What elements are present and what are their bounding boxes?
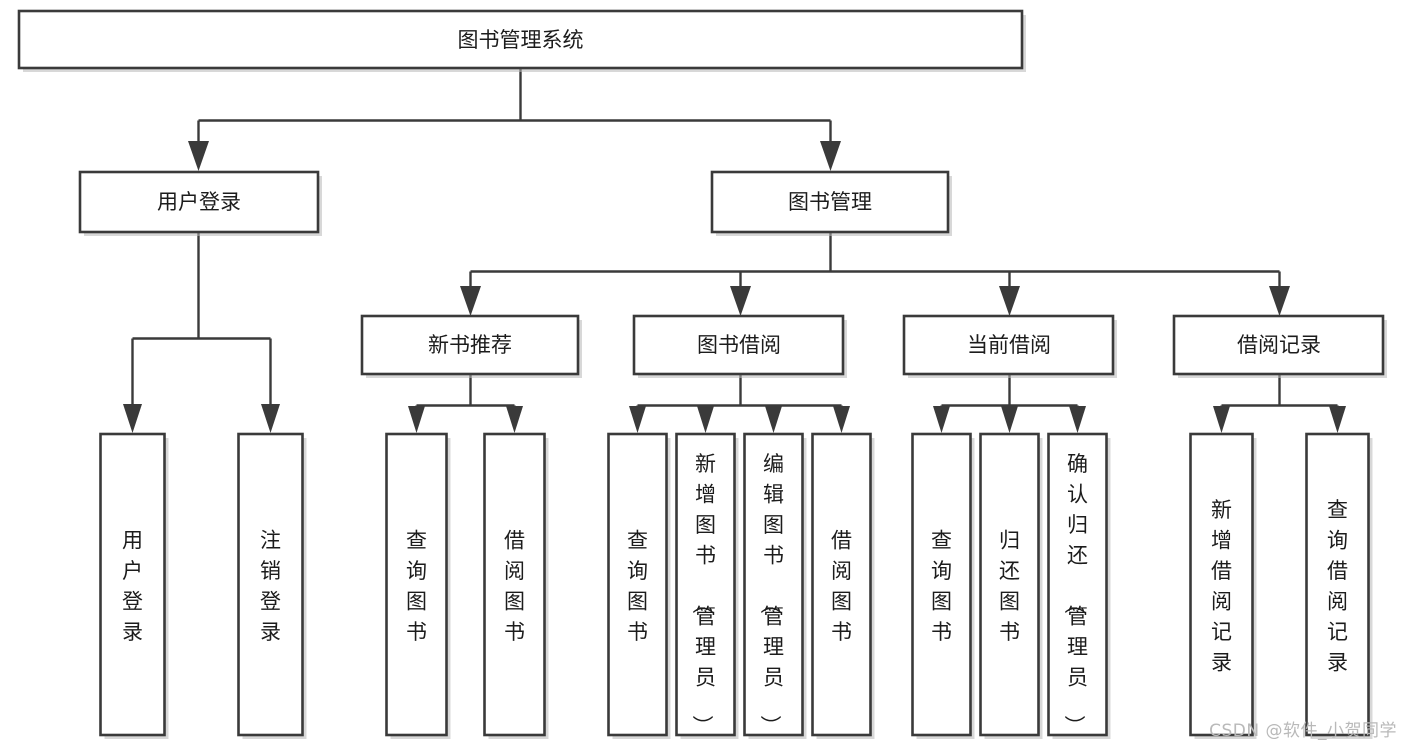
arrow-head-current-borrow-leaf-1 [933,406,950,433]
arrow-head-current-borrow-leaf-2 [1001,406,1018,433]
csdn-watermark: CSDN @软件_小贺同学 [1209,721,1397,741]
node-new-book-recommend-label: 新书推荐 [428,333,512,357]
node-leaf-label: 查询图书 [627,528,648,644]
node-leaf-box [1305,432,1370,737]
node-leaf-box [675,432,736,737]
node-root[interactable]: 图书管理系统 [17,9,1026,72]
node-leaf-user-login-2[interactable]: 注销登录 [237,432,307,739]
node-book-borrow-box [632,314,845,376]
node-leaf-box [607,432,668,737]
node-book-borrow[interactable]: 图书借阅 [632,314,847,378]
node-leaf-label: 借阅图书 [831,528,852,644]
node-leaf-current-borrow-2[interactable]: 归还图书 [979,432,1043,739]
arrow-head-borrow-record [1269,286,1290,316]
node-book-borrow-label: 图书借阅 [697,333,781,357]
node-new-book-recommend-box [360,314,580,376]
node-new-book-recommend[interactable]: 新书推荐 [360,314,582,378]
node-book-manage[interactable]: 图书管理 [710,170,952,236]
node-user-login-box [78,170,320,234]
arrow-head-book-borrow-leaf-4 [833,406,850,433]
node-leaf-label: 编辑图书（管理员） [758,452,784,736]
node-leaf-current-borrow-1[interactable]: 查询图书 [911,432,975,739]
arrow-head-user-login [188,141,209,171]
node-leaf-borrow-record-1[interactable]: 新增借阅记录 [1189,432,1257,739]
node-leaf-label: 用户登录 [122,528,143,644]
node-current-borrow[interactable]: 当前借阅 [902,314,1117,378]
arrow-head-borrow-record-leaf-2 [1329,406,1346,433]
arrow-head-borrow-record-leaf-1 [1213,406,1230,433]
node-current-borrow-box [902,314,1115,376]
node-borrow-record-box [1172,314,1385,376]
node-leaf-new-book-recommend-1[interactable]: 查询图书 [385,432,451,739]
node-leaf-box [1189,432,1254,737]
node-leaf-book-borrow-2[interactable]: 新增图书（管理员） [675,432,739,739]
node-leaf-label: 新增借阅记录 [1211,498,1232,675]
node-leaf-box [743,432,804,737]
node-leaf-box [237,432,304,737]
arrow-head-book-borrow [730,286,751,316]
node-leaf-box [1047,432,1108,737]
node-root-box [17,9,1024,70]
node-leaf-borrow-record-2[interactable]: 查询借阅记录 [1305,432,1373,739]
node-leaf-box [911,432,972,737]
node-leaf-new-book-recommend-2[interactable]: 借阅图书 [483,432,549,739]
arrow-head-book-borrow-leaf-2 [697,406,714,433]
node-leaf-book-borrow-3[interactable]: 编辑图书（管理员） [743,432,807,739]
arrow-head-current-borrow [999,286,1020,316]
node-book-manage-label: 图书管理 [788,190,872,214]
node-leaf-label: 新增图书（管理员） [690,452,716,736]
arrow-head-current-borrow-leaf-3 [1069,406,1086,433]
node-root-label: 图书管理系统 [458,28,584,52]
node-borrow-record-label: 借阅记录 [1237,333,1321,357]
node-leaf-label: 注销登录 [260,528,281,644]
node-borrow-record[interactable]: 借阅记录 [1172,314,1387,378]
node-user-login-label: 用户登录 [157,190,241,214]
node-leaf-label: 查询借阅记录 [1327,498,1348,675]
arrow-head-new-book-leaf-1 [408,406,425,433]
arrow-head-book-borrow-leaf-1 [629,406,646,433]
node-leaf-label: 归还图书 [999,528,1020,644]
node-book-manage-box [710,170,950,234]
arrow-head-book-manage [820,141,841,171]
node-current-borrow-label: 当前借阅 [967,333,1051,357]
node-user-login[interactable]: 用户登录 [78,170,322,236]
arrow-head-leaf-logout [261,404,280,433]
node-leaf-box [385,432,448,737]
arrow-head-new-book [460,286,481,316]
arrow-head-new-book-leaf-2 [506,406,523,433]
node-leaf-box [483,432,546,737]
node-leaf-box [979,432,1040,737]
node-leaf-label: 确认归还（管理员） [1062,452,1088,736]
leaf-node-layer: 用户登录 注销登录 查询图书 借阅图书 查询图书 新增图书（管理员） 编辑图书（管理员） 借阅… [99,432,1373,739]
node-leaf-current-borrow-3[interactable]: 确认归还（管理员） [1047,432,1111,739]
node-leaf-label: 查询图书 [406,528,427,644]
node-leaf-book-borrow-1[interactable]: 查询图书 [607,432,671,739]
node-leaf-book-borrow-4[interactable]: 借阅图书 [811,432,875,739]
arrow-head-book-borrow-leaf-3 [765,406,782,433]
node-leaf-label: 借阅图书 [504,528,525,644]
node-leaf-box [99,432,166,737]
node-leaf-box [811,432,872,737]
node-leaf-label: 查询图书 [931,528,952,644]
connector-layer [123,68,1346,433]
node-leaf-user-login-1[interactable]: 用户登录 [99,432,169,739]
arrow-head-leaf-user-login [123,404,142,433]
